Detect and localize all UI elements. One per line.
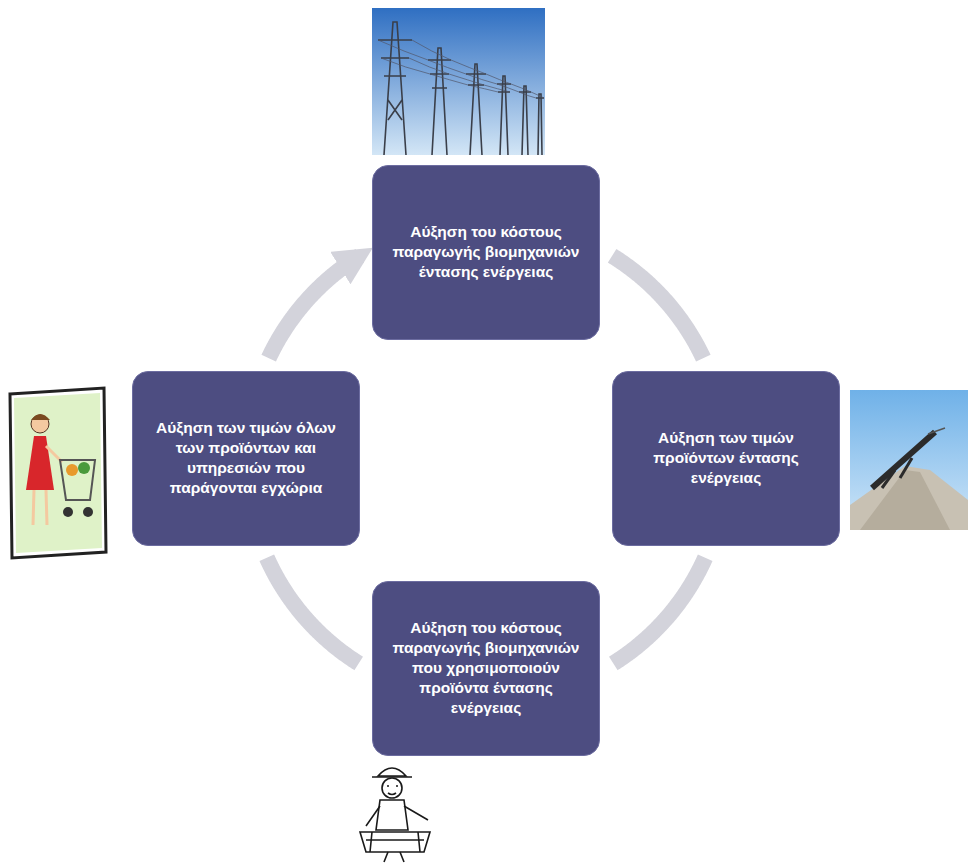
shopper-clipart <box>10 388 106 558</box>
process-box: Αύξηση του κόστους παραγωγής βιομηχανιών… <box>372 581 600 756</box>
box-text: Αύξηση των τιμών όλων των προϊόντων και … <box>147 418 345 499</box>
process-box: Αύξηση του κόστους παραγωγής βιομηχανιών… <box>372 165 600 340</box>
worker-sketch <box>360 768 430 862</box>
cycle-arrow <box>269 256 360 358</box>
cycle-arrow <box>612 256 703 358</box>
cycle-arrow <box>613 558 705 664</box>
cycle-arrow <box>267 558 359 664</box>
box-text: Αύξηση του κόστους παραγωγής βιομηχανιών… <box>387 618 585 719</box>
box-text: Αύξηση του κόστους παραγωγής βιομηχανιών… <box>387 222 585 282</box>
box-text: Αύξηση των τιμών προϊόντων έντασης ενέργ… <box>627 428 825 488</box>
process-box: Αύξηση των τιμών όλων των προϊόντων και … <box>132 371 360 546</box>
power-lines-photo <box>372 8 545 155</box>
process-box: Αύξηση των τιμών προϊόντων έντασης ενέργ… <box>612 371 840 546</box>
gravel-conveyor-photo <box>850 390 968 530</box>
